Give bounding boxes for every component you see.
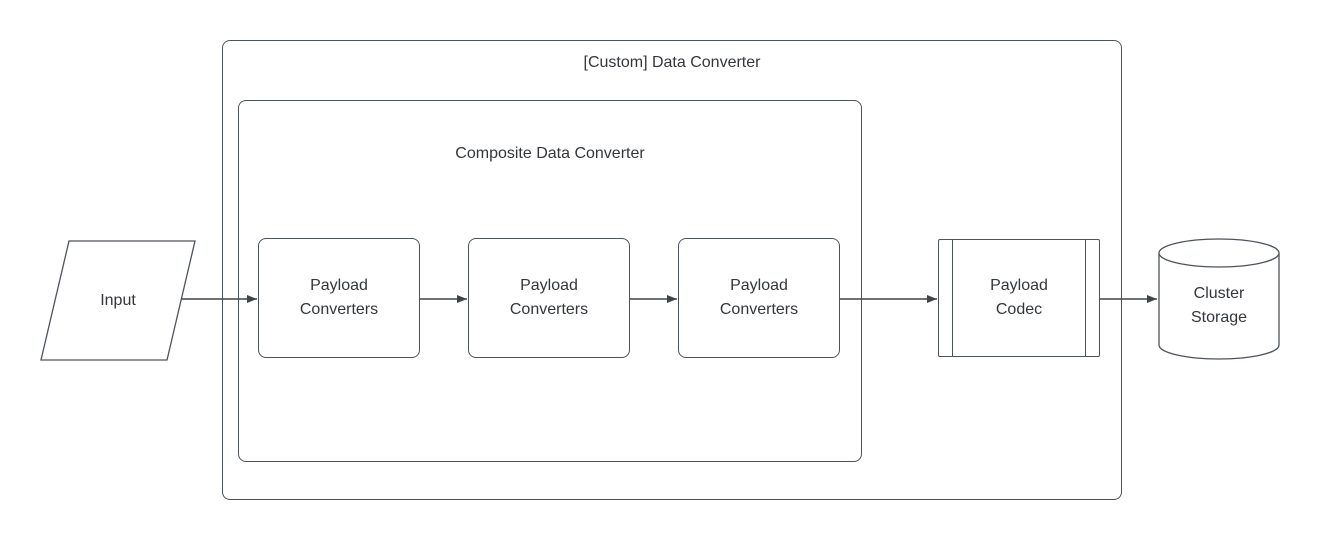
input-node: Input (40, 240, 196, 361)
input-label: Input (100, 291, 136, 309)
codec-left-bar (952, 240, 953, 356)
composite-data-converter-title: Composite Data Converter (455, 145, 645, 162)
cluster-storage-label: Cluster Storage (1190, 285, 1248, 326)
parallelogram-shape (40, 240, 196, 361)
payload-converters-node-1: Payload Converters (258, 238, 420, 358)
cluster-storage-node: Cluster Storage (1158, 237, 1280, 361)
codec-right-bar (1085, 240, 1086, 356)
custom-data-converter-container: [Custom] Data Converter (222, 40, 1122, 500)
payload-codec-label: Payload Codec (990, 277, 1048, 318)
composite-data-converter-container: Composite Data Converter (238, 100, 862, 462)
payload-converters-node-2: Payload Converters (468, 238, 630, 358)
payload-converters-label: Payload Converters (509, 277, 589, 318)
payload-converters-node-3: Payload Converters (678, 238, 840, 358)
cylinder-shape (1158, 238, 1280, 360)
custom-data-converter-title: [Custom] Data Converter (583, 54, 761, 71)
payload-converters-label: Payload Converters (719, 277, 799, 318)
payload-codec-node: Payload Codec (938, 239, 1100, 357)
payload-converters-label: Payload Converters (299, 277, 379, 318)
